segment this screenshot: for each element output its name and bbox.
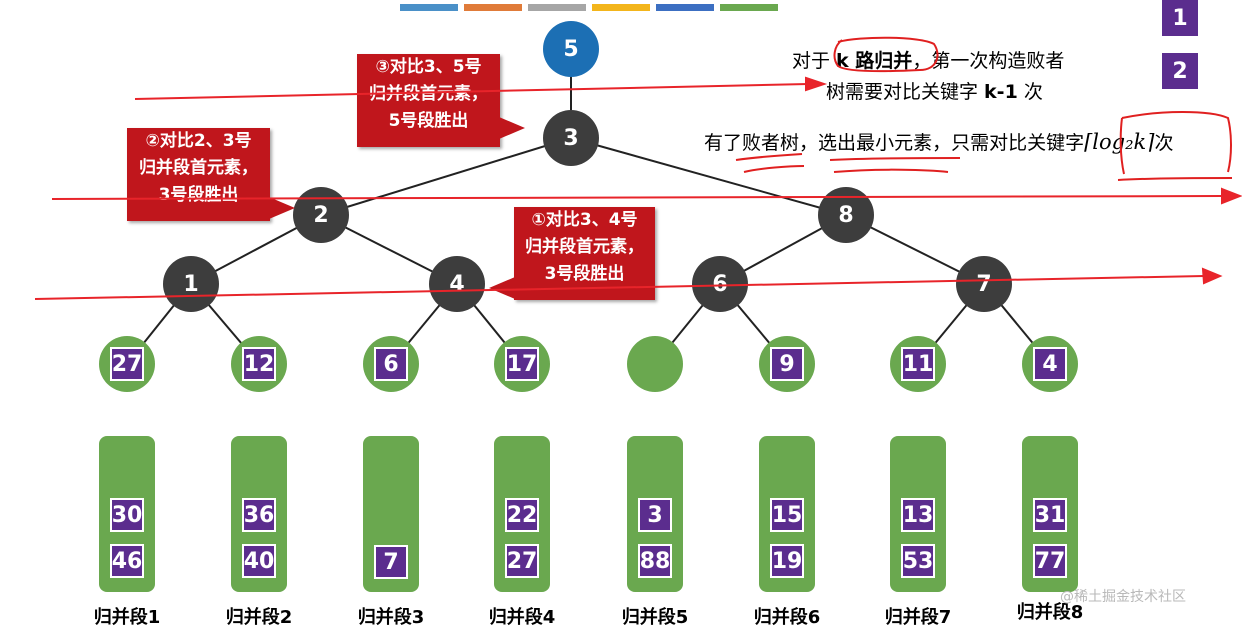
legend-square-1: 1 [1162,0,1198,36]
underline-loser-tree-2 [743,165,805,173]
note2-formula: ⌈log₂k⌉ [1084,130,1155,154]
callout-step3: ③对比3、5号 归并段首元素， 5号段胜出 [357,54,500,147]
leaf-key: 6 [374,347,408,381]
callout-step1-pointer [489,277,515,299]
note2-f: ，只需对比关键字 [932,132,1085,154]
callout-step1-line1: ①对比3、4号 [531,210,638,230]
note2-c: ， [799,132,819,154]
note2-min-element: 最小元素 [856,132,933,154]
segment-value: 36 [242,498,276,532]
note-after-tree: 有了败者树，选出最小元素，只需对比关键字⌈log₂k⌉次 [704,128,1234,155]
top-bar-segment [464,4,522,11]
callout-step2-line2: 归并段首元素， [139,158,258,178]
callout-step2: ②对比2、3号 归并段首元素， 3号段胜出 [127,128,270,221]
top-bar-segment [400,4,458,11]
callout-step3-line3: 5号段胜出 [388,111,469,131]
arrow-head-1 [805,76,828,92]
leaf-key: 4 [1033,347,1067,381]
tree-node-level2-left: 2 [293,187,349,243]
arrow-line-2 [51,195,1223,200]
segment-value: 15 [770,498,804,532]
underline-loser-tree [735,153,803,161]
formula-bracket-left [1119,117,1125,175]
callout-step3-line2: 归并段首元素， [369,84,488,104]
leaf-key: 17 [505,347,539,381]
top-bar-segment [592,4,650,11]
note1-line2-pre: 树需要对比关键字 [826,81,985,103]
top-bar-segment [528,4,586,11]
segment-value: 3 [638,498,672,532]
note-first-build-line2: 树需要对比关键字 k-1 次 [826,77,1126,104]
note1-line2-post: 次 [1017,81,1043,103]
callout-step2-line3: 3号段胜出 [158,185,239,205]
segment-label: 归并段5 [621,607,689,628]
segment-value: 77 [1033,544,1067,578]
arrow-head-3 [1201,267,1223,285]
note2-a: 有了 [704,132,743,154]
segment-label: 归并段4 [488,607,556,628]
note1-post: ，第一次构造败者 [912,50,1065,72]
formula-bracket-right [1121,111,1232,173]
segment-label: 归并段8 [1016,602,1084,623]
arrow-line-1 [134,83,809,100]
tree-node-level3-4: 7 [956,256,1012,312]
circle-k-merge-mark [833,36,939,73]
tree-node-level3-1: 1 [163,256,219,312]
leaf-key: 11 [901,347,935,381]
callout-step2-line1: ②对比2、3号 [145,131,252,151]
note2-loser-tree: 败者树 [742,132,800,154]
segment-label: 归并段3 [357,607,425,628]
note2-select: 选出 [818,132,857,154]
segment-value: 40 [242,544,276,578]
note1-line2-bold: k-1 [984,81,1018,103]
callout-step2-pointer [269,197,295,219]
underline-min-element [829,157,961,161]
segment-label: 归并段2 [225,607,293,628]
underline-formula [1117,177,1233,181]
note1-pre: 对于 [792,50,837,72]
legend-square-2: 2 [1162,53,1198,89]
segment-value: 31 [1033,498,1067,532]
callout-step1-line3: 3号段胜出 [544,264,625,284]
segment-value: 13 [901,498,935,532]
note2-g: 次 [1154,132,1174,154]
note-first-build: 对于 k 路归并，第一次构造败者 [792,46,1122,73]
segment-value: 30 [110,498,144,532]
tree-node-level3-3: 6 [692,256,748,312]
note1-mid: 路归并 [848,50,913,72]
leaf-key: 12 [242,347,276,381]
segment-value: 46 [110,544,144,578]
segment-value: 7 [374,545,408,579]
root-node: 5 [543,21,599,77]
arrow-line-3 [34,275,1205,300]
tree-node-level1: 3 [543,110,599,166]
leaf-node [627,336,683,392]
segment-label: 归并段1 [93,607,161,628]
underline-min-element-2 [833,168,949,173]
segment-label: 归并段7 [884,607,952,628]
segment-label: 归并段6 [753,607,821,628]
leaf-key: 27 [110,347,144,381]
segment-value: 88 [638,544,672,578]
callout-step1-line2: 归并段首元素， [525,237,644,257]
segment-value: 19 [770,544,804,578]
segment-value: 53 [901,544,935,578]
edge-3-8 [570,137,847,216]
segment-value: 27 [505,544,539,578]
top-bar-segment [720,4,778,11]
segment-value: 22 [505,498,539,532]
callout-step3-pointer [499,117,525,139]
callout-step1: ①对比3、4号 归并段首元素， 3号段胜出 [514,207,655,300]
arrow-head-2 [1221,187,1242,205]
top-bar-segment [656,4,714,11]
edge-3-2 [320,137,572,216]
callout-step3-line1: ③对比3、5号 [375,57,482,77]
watermark: @稀土掘金技术社区 [1060,589,1186,605]
leaf-key: 9 [770,347,804,381]
